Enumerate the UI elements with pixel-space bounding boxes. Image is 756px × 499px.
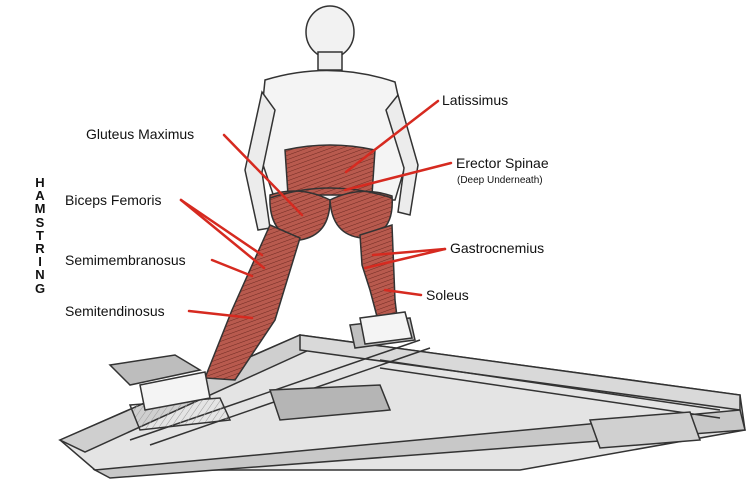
- label-soleus: Soleus: [426, 287, 469, 303]
- pointer-semimembranosus: [212, 260, 252, 276]
- label-semimembranosus: Semimembranosus: [65, 252, 186, 268]
- pointer-biceps-femoris-b: [181, 200, 264, 268]
- label-erector-note: (Deep Underneath): [457, 175, 543, 186]
- label-erector-spinae: Erector Spinae: [456, 155, 549, 171]
- label-gluteus-maximus: Gluteus Maximus: [86, 126, 194, 142]
- hamstring-letter: G: [33, 282, 47, 295]
- label-semitendinosus: Semitendinosus: [65, 303, 165, 319]
- label-gastrocnemius: Gastrocnemius: [450, 240, 544, 256]
- hamstring-vertical-label: H A M S T R I N G: [33, 176, 47, 295]
- hamstring-letter: S: [33, 216, 47, 229]
- hamstring-letter: N: [33, 268, 47, 281]
- label-latissimus: Latissimus: [442, 92, 508, 108]
- hamstring-letter: M: [33, 202, 47, 215]
- label-biceps-femoris: Biceps Femoris: [65, 192, 161, 208]
- pointer-biceps-femoris-a: [181, 200, 262, 255]
